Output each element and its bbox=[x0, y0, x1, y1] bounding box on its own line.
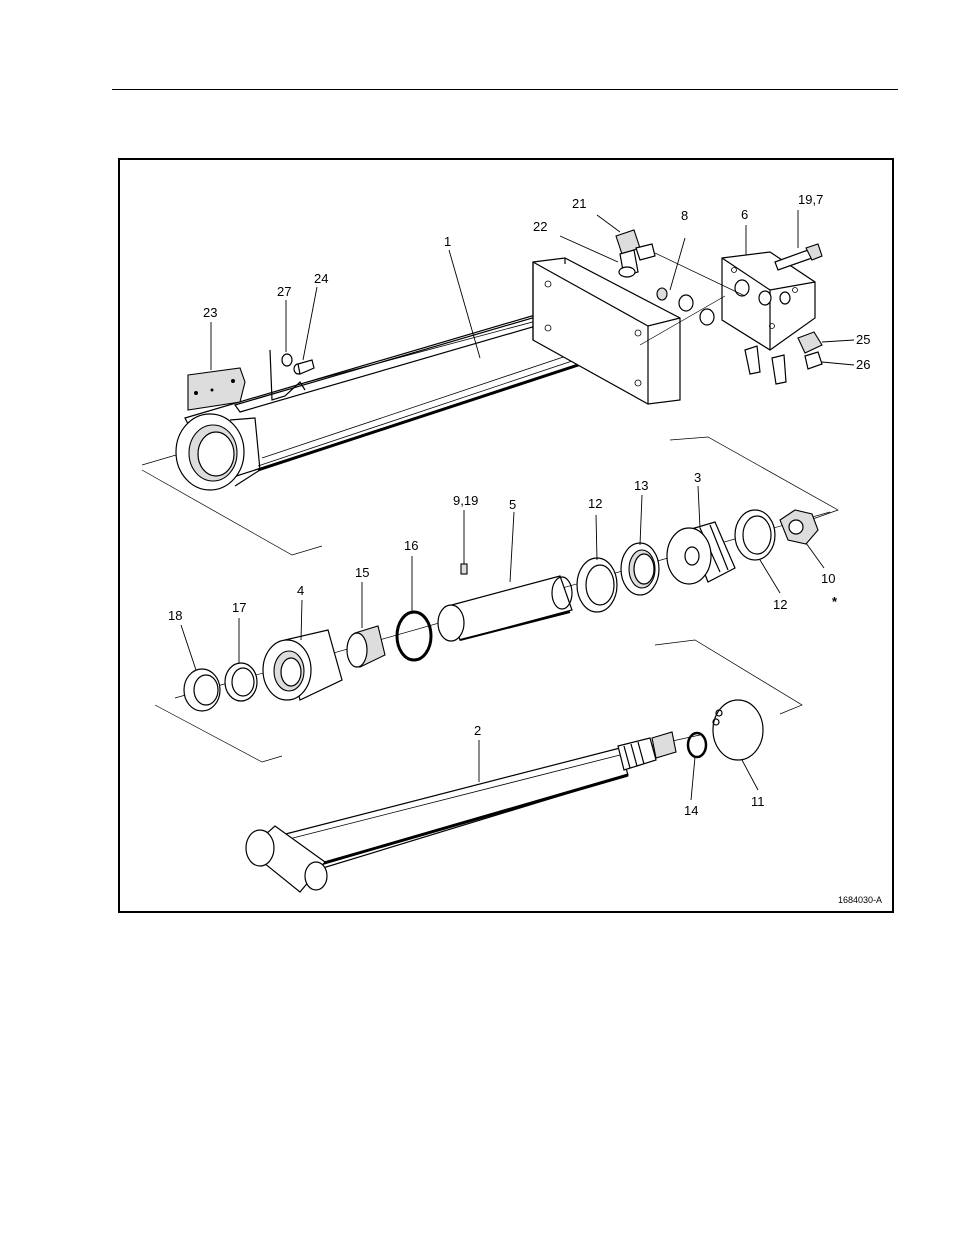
callout-11: 11 bbox=[751, 794, 765, 809]
callout-25: 25 bbox=[856, 332, 870, 347]
callout-5: 5 bbox=[509, 497, 516, 512]
screw-washer-24-27 bbox=[282, 354, 314, 374]
callout-1: 1 bbox=[444, 234, 451, 249]
callout-2: 2 bbox=[474, 723, 481, 738]
callout-12-right: 12 bbox=[773, 597, 787, 612]
callout-21: 21 bbox=[572, 196, 586, 211]
callout-17: 17 bbox=[232, 600, 246, 615]
callout-23: 23 bbox=[203, 305, 217, 320]
callout-8: 8 bbox=[681, 208, 688, 223]
callout-19-7: 19,7 bbox=[798, 192, 823, 207]
callout-24: 24 bbox=[314, 271, 328, 286]
callout-15: 15 bbox=[355, 565, 369, 580]
piston-seal-row bbox=[155, 437, 838, 762]
callout-6: 6 bbox=[741, 207, 748, 222]
callout-12-left: 12 bbox=[588, 496, 602, 511]
callout-22: 22 bbox=[533, 219, 547, 234]
callout-9-19: 9,19 bbox=[453, 493, 478, 508]
callout-13: 13 bbox=[634, 478, 648, 493]
callout-26: 26 bbox=[856, 357, 870, 372]
callout-16: 16 bbox=[404, 538, 418, 553]
callout-14: 14 bbox=[684, 803, 698, 818]
callout-27: 27 bbox=[277, 284, 291, 299]
callout-10: 10 bbox=[821, 571, 835, 586]
asterisk-marker: * bbox=[832, 594, 838, 609]
figure-id-label: 1684030-A bbox=[838, 895, 882, 905]
callout-18: 18 bbox=[168, 608, 182, 623]
callout-3: 3 bbox=[694, 470, 701, 485]
callout-4: 4 bbox=[297, 583, 304, 598]
